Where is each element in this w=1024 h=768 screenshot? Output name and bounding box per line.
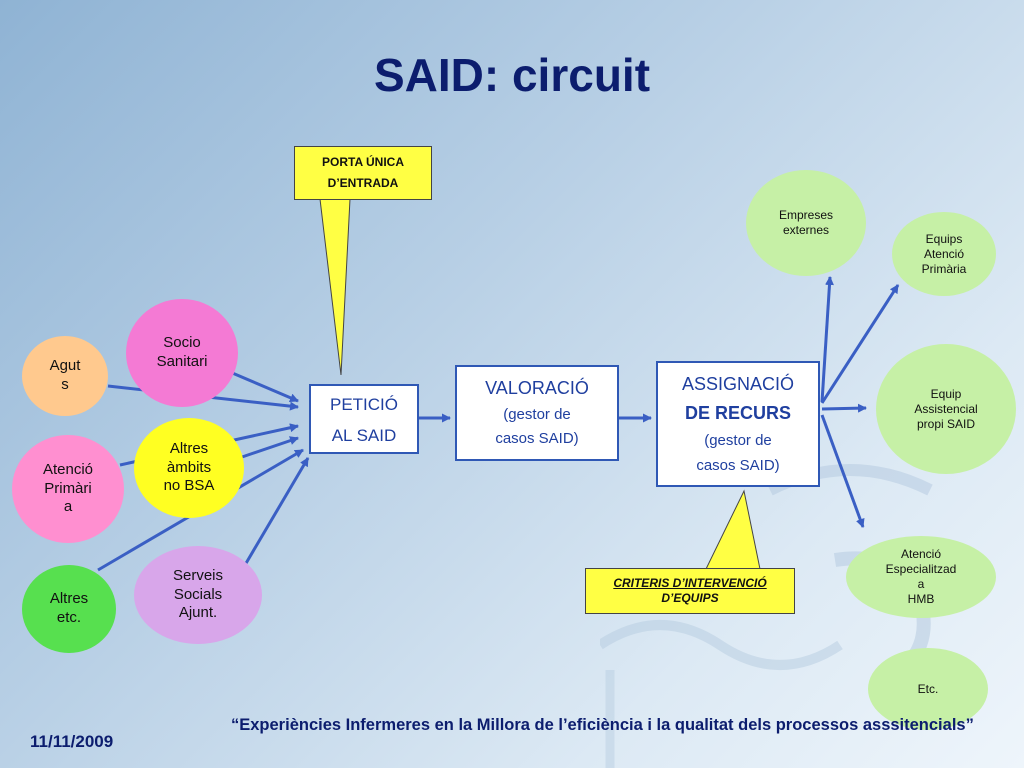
node-etc: Etc. — [868, 648, 988, 730]
arrow-to-equips-ap — [820, 284, 900, 404]
arrow-to-atencio-especialitzada — [820, 414, 865, 528]
arrow-to-equip-said — [821, 403, 867, 413]
box-assignacio: ASSIGNACIÓ DE RECURS (gestor de casos SA… — [656, 361, 820, 487]
box-valoracio: VALORACIÓ (gestor de casos SAID) — [455, 365, 619, 461]
slide-footer: “Experiències Infermeres en la Millora d… — [231, 716, 974, 734]
porta-callout-pointer — [319, 198, 351, 376]
arrow-to-empreses — [820, 276, 834, 403]
slide-date: 11/11/2009 — [30, 732, 114, 751]
arrow-altres-ambits-to-peticio — [241, 436, 299, 459]
arrow-socio-to-peticio — [229, 370, 299, 403]
page-title: SAID: circuit — [373, 49, 651, 101]
criteris-callout-pointer — [705, 489, 761, 570]
arrow-serveis-socials-to-peticio — [243, 457, 310, 566]
